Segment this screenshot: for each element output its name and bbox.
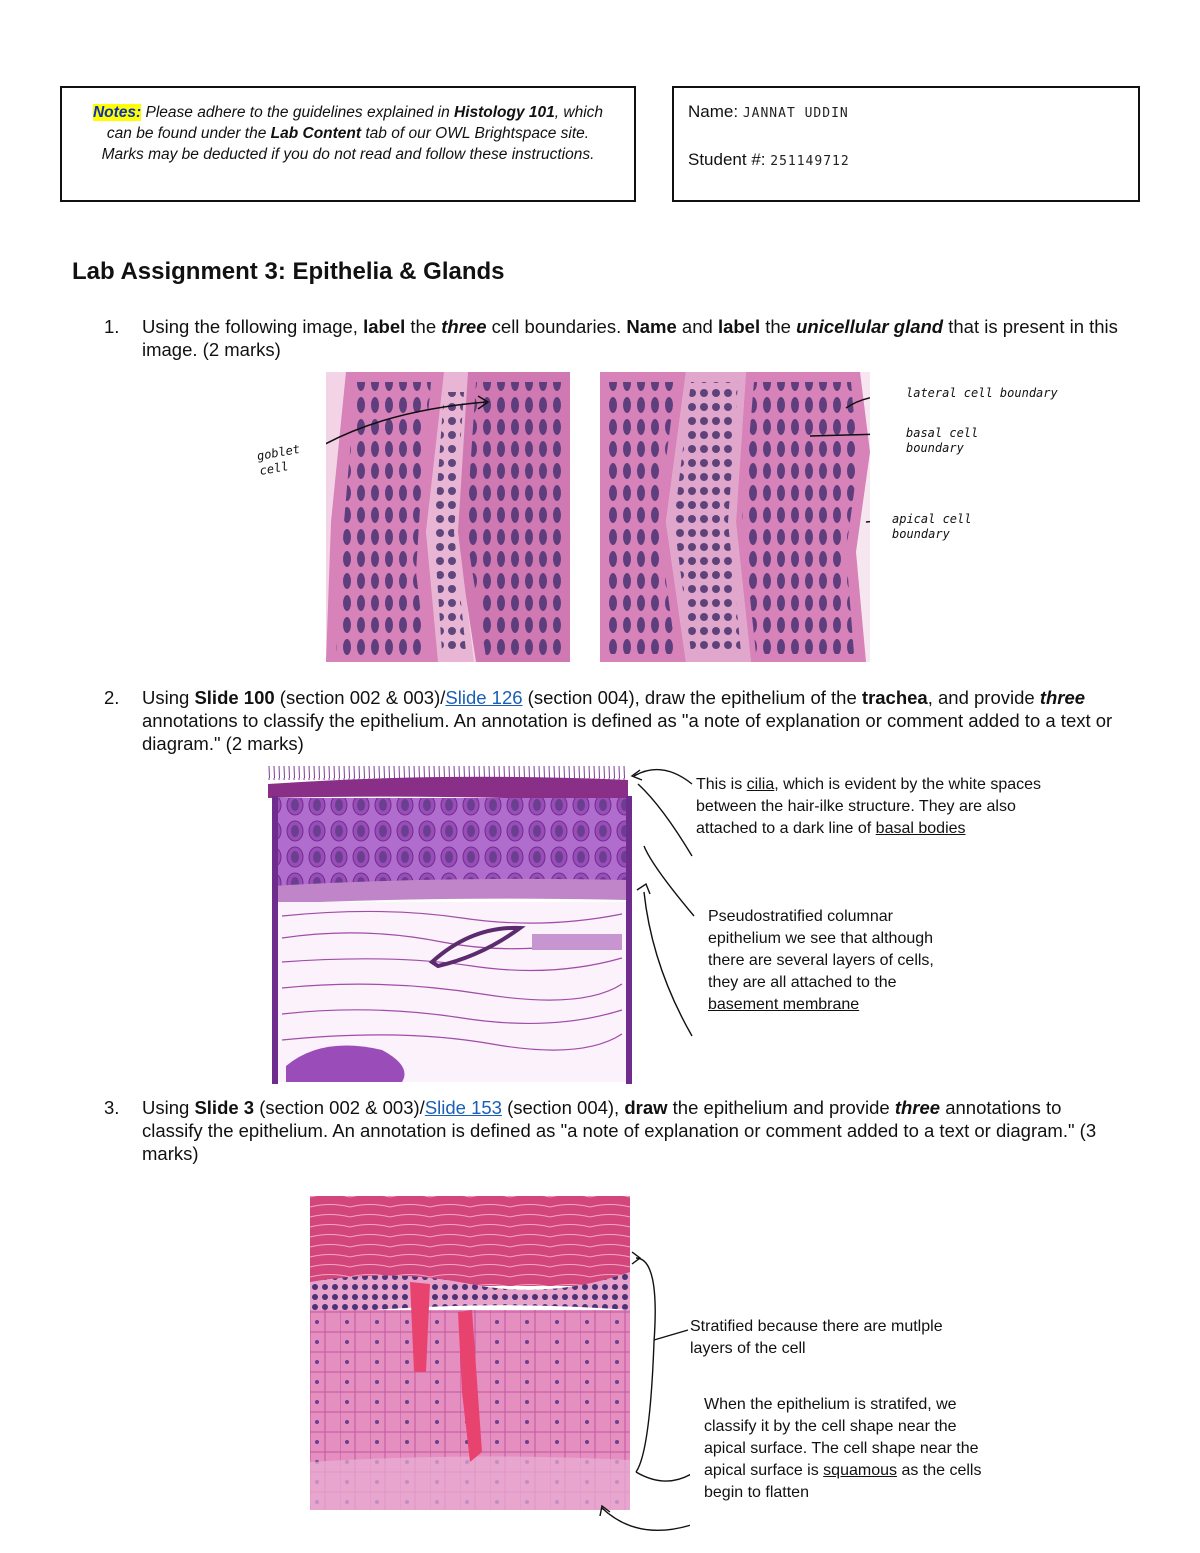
trachea-epithelium-drawing: [266, 766, 695, 1084]
question-number: 2.: [104, 687, 120, 708]
student-number-label: Student #:: [688, 150, 766, 169]
notes-bold-histology: Histology 101: [454, 104, 555, 121]
annotation-stratified: Stratified because there are mutlple lay…: [690, 1318, 943, 1357]
notes-box: Notes: Please adhere to the guidelines e…: [60, 86, 636, 202]
notes-text: , which can be found under the: [106, 104, 604, 142]
label-apical-cell-boundary: apical cell boundary: [892, 512, 972, 541]
annotation-cilia: This is cilia, which is evident by the w…: [696, 776, 1042, 837]
name-label: Name:: [688, 102, 739, 121]
label-lateral-cell-boundary: lateral cell boundary: [906, 386, 1058, 400]
question-number: 1.: [104, 316, 120, 337]
intestinal-epithelium-micrograph: [326, 372, 870, 662]
annotation-pseudostratified: Pseudostratified columnar epithelium we …: [708, 908, 934, 1013]
annotation-squamous: When the epithelium is stratifed, we cla…: [704, 1396, 982, 1501]
notes-bold-lab-content: Lab Content: [270, 125, 362, 142]
notes-label: Notes:: [92, 104, 142, 121]
name-value: JANNAT UDDIN: [742, 106, 849, 121]
link-slide-153[interactable]: Slide 153: [424, 1097, 502, 1118]
notes-text: tab of our OWL Brightspace site. Marks m…: [101, 125, 595, 163]
label-basal-cell-boundary: basal cell boundary: [906, 426, 979, 455]
notes-text: Please adhere to the guidelines explaine…: [141, 104, 454, 121]
question-number: 3.: [104, 1097, 120, 1118]
page-title: Lab Assignment 3: Epithelia & Glands: [72, 258, 505, 285]
student-info-box: Name: JANNAT UDDIN Student #: 251149712: [672, 86, 1140, 202]
question-3: 3. Using Slide 3 (section 002 & 003)/Sli…: [104, 1097, 1097, 1164]
stratified-squamous-epithelium-drawing: [310, 1196, 690, 1532]
student-number-value: 251149712: [770, 154, 850, 169]
question-1: 1. Using the following image, label the …: [104, 316, 1118, 360]
question-2: 2. Using Slide 100 (section 002 & 003)/S…: [104, 687, 1113, 754]
link-slide-126[interactable]: Slide 126: [445, 687, 523, 708]
label-goblet-cell: goblet cell: [255, 441, 301, 478]
